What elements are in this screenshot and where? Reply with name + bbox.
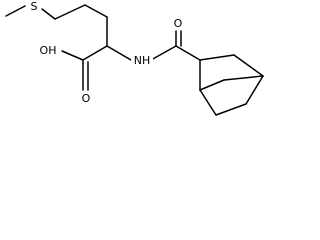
ring-bond-4 bbox=[245, 75, 264, 105]
ring-bond-5 bbox=[233, 54, 264, 77]
bond-alpha-nh bbox=[106, 45, 132, 61]
bond-alpha-carboxyl bbox=[82, 45, 108, 61]
molecule-structure: S OH O NH O bbox=[5, 0, 264, 116]
atom-amide-oxygen: O bbox=[174, 17, 183, 30]
ring-bridge-2 bbox=[223, 75, 264, 81]
bond-carboxyl-oh bbox=[61, 50, 84, 61]
atom-amide-nitrogen: NH bbox=[134, 54, 151, 67]
atom-hydroxyl: OH bbox=[40, 44, 57, 57]
ring-bond-3 bbox=[215, 103, 247, 116]
ring-bridge-1 bbox=[199, 79, 225, 91]
ring-bond-2 bbox=[199, 89, 217, 116]
atom-carboxyl-oxygen: O bbox=[82, 92, 91, 105]
ring-bond-6 bbox=[199, 54, 235, 61]
bond-s-ch2 bbox=[41, 8, 56, 20]
bond-ch2-ch2 bbox=[54, 4, 86, 20]
bond-ch2-ch2b bbox=[84, 4, 108, 18]
atom-sulfur: S bbox=[31, 0, 38, 13]
bond-amide-ring bbox=[175, 45, 201, 61]
bond-nh-amide bbox=[150, 45, 177, 61]
bond-methyl-s bbox=[5, 5, 26, 17]
